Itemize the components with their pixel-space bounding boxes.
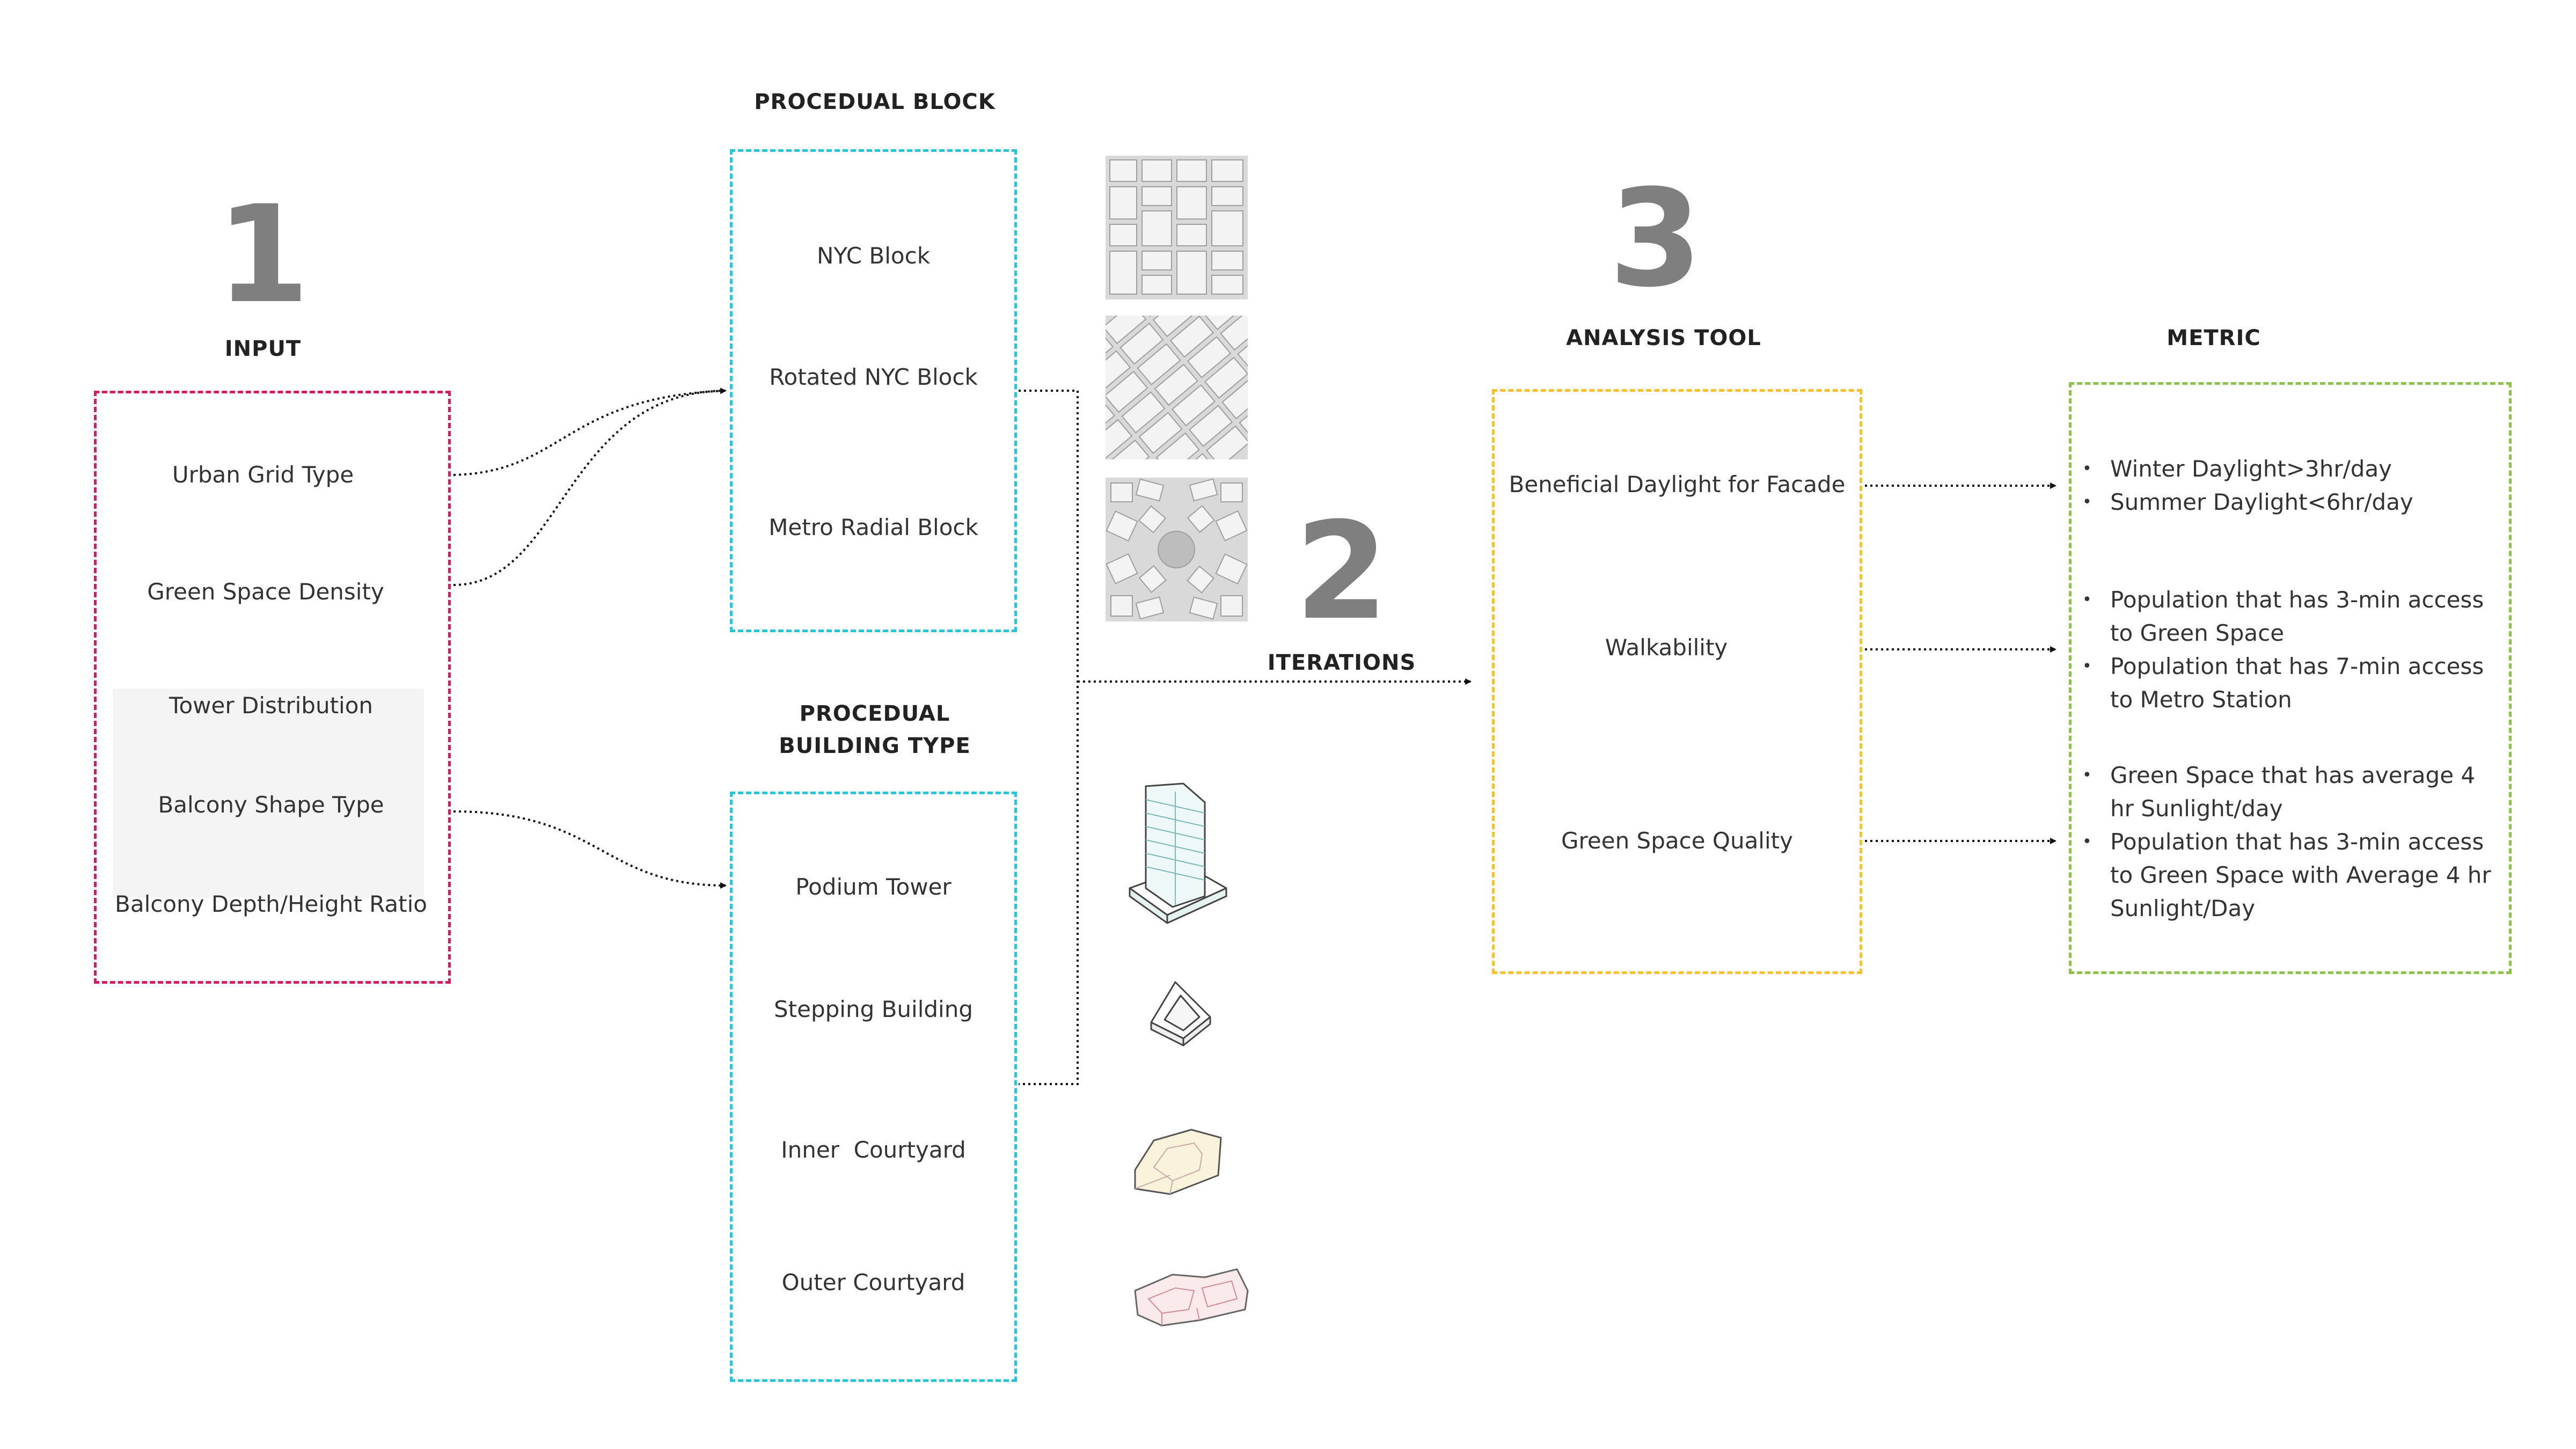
step-2-number: 2: [1295, 493, 1388, 649]
metric-item: Population that has 3-min access to Gree…: [2072, 583, 2501, 650]
metric-item: Green Space that has average 4 hr Sunlig…: [2072, 759, 2501, 825]
analysis-tool-box: [1492, 389, 1862, 974]
nyc-block-plan-icon: [1106, 156, 1248, 299]
step-1-number: 1: [216, 177, 310, 333]
connector-green-density-to-block: [453, 390, 726, 586]
building-item-stepping[interactable]: Stepping Building: [774, 996, 973, 1022]
metric-item: Winter Daylight>3hr/day: [2072, 452, 2501, 486]
block-item-rotated-nyc[interactable]: Rotated NYC Block: [769, 364, 978, 390]
input-item-green-space-density[interactable]: Green Space Density: [147, 579, 384, 605]
podium-tower-model-icon: [1129, 782, 1227, 924]
metric-group-daylight: Winter Daylight>3hr/day Summer Daylight<…: [2072, 452, 2501, 519]
metric-group-green-space: Green Space that has average 4 hr Sunlig…: [2072, 759, 2501, 925]
inner-courtyard-model-icon: [1134, 1129, 1222, 1195]
input-heading: INPUT: [224, 336, 302, 361]
input-item-urban-grid-type[interactable]: Urban Grid Type: [172, 462, 354, 488]
input-item-tower-distribution[interactable]: Tower Distribution: [169, 692, 374, 719]
input-item-balcony-shape-type[interactable]: Balcony Shape Type: [158, 792, 384, 818]
radial-block-plan-icon: [1106, 478, 1248, 621]
metric-heading: METRIC: [2167, 326, 2261, 350]
metric-group-walkability: Population that has 3-min access to Gree…: [2072, 583, 2501, 716]
metric-item: Population that has 7-min access to Metr…: [2072, 650, 2501, 716]
procedural-block-heading: PROCEDUAL BLOCK: [754, 90, 996, 114]
metric-item: Summer Daylight<6hr/day: [2072, 486, 2501, 519]
analysis-item-green-space-quality[interactable]: Green Space Quality: [1561, 828, 1793, 854]
building-item-outer-courtyard[interactable]: Outer Courtyard: [781, 1269, 965, 1296]
step-3-number: 3: [1609, 160, 1702, 317]
input-item-balcony-depth-height-ratio[interactable]: Balcony Depth/Height Ratio: [115, 891, 427, 917]
analysis-item-daylight[interactable]: Beneficial Daylight for Facade: [1509, 471, 1846, 497]
connector-block-out: [1019, 390, 1079, 1085]
metric-box: [2069, 382, 2512, 974]
building-type-heading-line1: PROCEDUAL: [799, 701, 950, 726]
block-item-nyc[interactable]: NYC Block: [816, 243, 931, 269]
procedural-block-box: [730, 149, 1017, 632]
metric-item: Population that has 3-min access to Gree…: [2072, 825, 2501, 925]
input-box: [94, 391, 451, 984]
building-item-inner-courtyard[interactable]: Inner Courtyard: [781, 1137, 966, 1163]
procedural-building-box: [730, 792, 1017, 1382]
rotated-block-plan-icon: [1106, 316, 1248, 459]
iterations-heading: ITERATIONS: [1267, 650, 1416, 675]
stepping-building-model-icon: [1150, 981, 1211, 1046]
input-highlight-band: [113, 689, 424, 898]
building-item-podium-tower[interactable]: Podium Tower: [795, 874, 952, 900]
outer-courtyard-model-icon: [1134, 1268, 1249, 1327]
building-type-heading-line2: BUILDING TYPE: [779, 734, 971, 758]
block-item-metro-radial[interactable]: Metro Radial Block: [769, 514, 978, 540]
connector-urban-grid-to-block: [453, 387, 727, 476]
analysis-item-walkability[interactable]: Walkability: [1605, 634, 1728, 661]
analysis-heading: ANALYSIS TOOL: [1566, 326, 1761, 350]
connector-balcony-to-building: [453, 810, 727, 889]
